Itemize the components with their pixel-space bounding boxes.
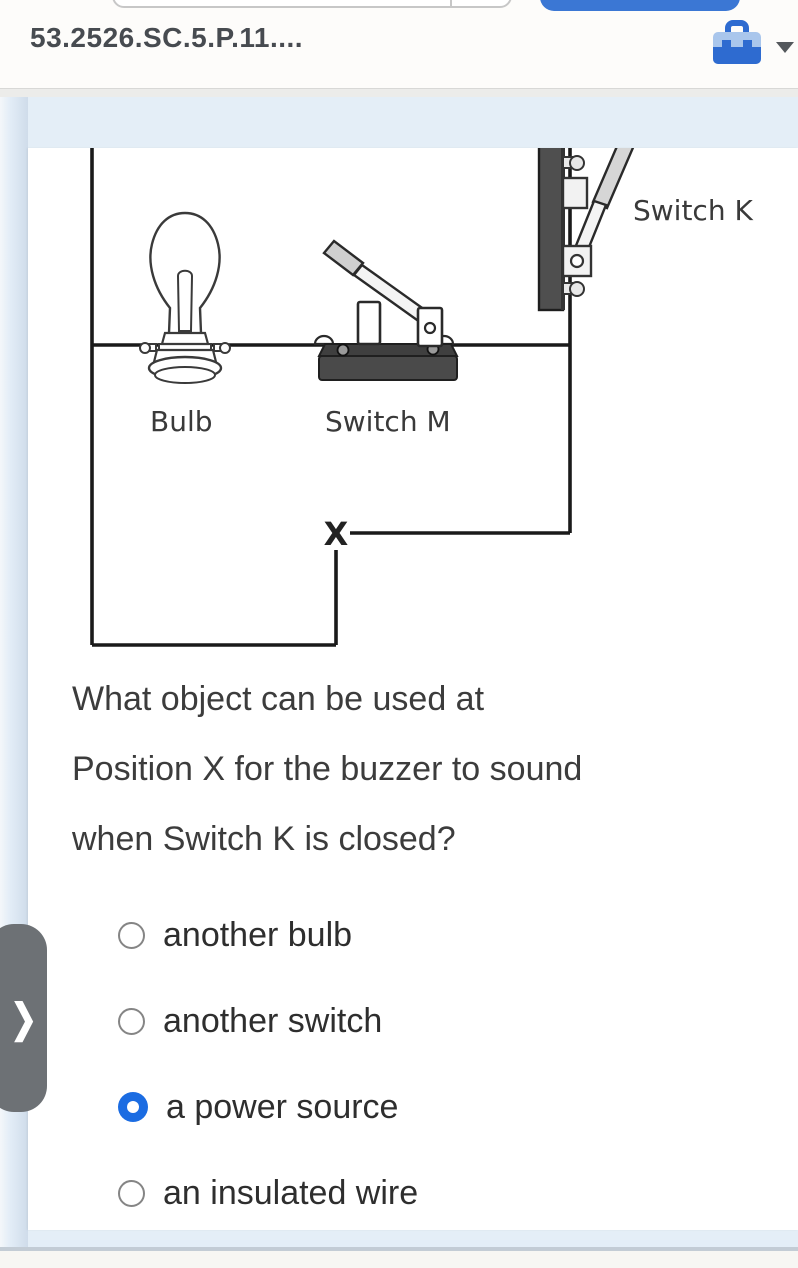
switch-m-label: Switch M (325, 405, 451, 438)
radio-button[interactable] (118, 1179, 145, 1207)
switch-k-drawing (537, 148, 635, 312)
switch-k-label: Switch K (633, 194, 753, 227)
answer-option[interactable]: another switch (28, 978, 788, 1064)
bottom-divider (0, 1247, 798, 1251)
option-label: a power source (166, 1087, 399, 1126)
option-label: another switch (163, 1001, 383, 1040)
answer-option[interactable]: another bulb (28, 892, 788, 978)
radio-button[interactable] (118, 921, 145, 949)
radio-button[interactable] (118, 1092, 148, 1122)
bulb-label: Bulb (150, 405, 213, 438)
page-title: 53.2526.SC.5.P.11.... (30, 22, 304, 53)
radio-button[interactable] (118, 1007, 145, 1035)
answer-option[interactable]: an insulated wire (28, 1150, 788, 1236)
header-separator (0, 89, 798, 97)
option-label: another bulb (163, 915, 353, 954)
option-label: an insulated wire (163, 1173, 419, 1212)
switch-m-drawing (313, 239, 459, 381)
circuit-diagram: Bulb Switch M Switch K X (90, 148, 753, 647)
search-bar[interactable] (112, 0, 512, 8)
chevron-right-icon: ❯ (10, 995, 37, 1041)
question-line: What object can be used at (72, 680, 485, 718)
search-bar-divider (450, 0, 452, 6)
header: 53.2526.SC.5.P.11.... (0, 0, 798, 89)
question-line: when Switch K is closed? (72, 820, 456, 858)
answer-options: another bulb another switch a power sour… (28, 892, 788, 1236)
circuit-wires (90, 148, 572, 647)
answer-option[interactable]: a power source (28, 1064, 788, 1150)
question-text: What object can be used at Position X fo… (72, 664, 772, 874)
bulb-drawing (139, 211, 231, 384)
bottom-toolbar (0, 1251, 798, 1268)
question-line: Position X for the buzzer to sound (72, 750, 583, 788)
primary-action-button[interactable] (540, 0, 740, 11)
position-x-label: X (324, 515, 349, 553)
sidebar-expand-tab[interactable]: ❯ (0, 924, 47, 1112)
chevron-down-icon[interactable] (776, 42, 794, 53)
question-card: Bulb Switch M Switch K X What object can… (28, 148, 798, 1230)
toolbox-icon[interactable] (711, 20, 763, 68)
